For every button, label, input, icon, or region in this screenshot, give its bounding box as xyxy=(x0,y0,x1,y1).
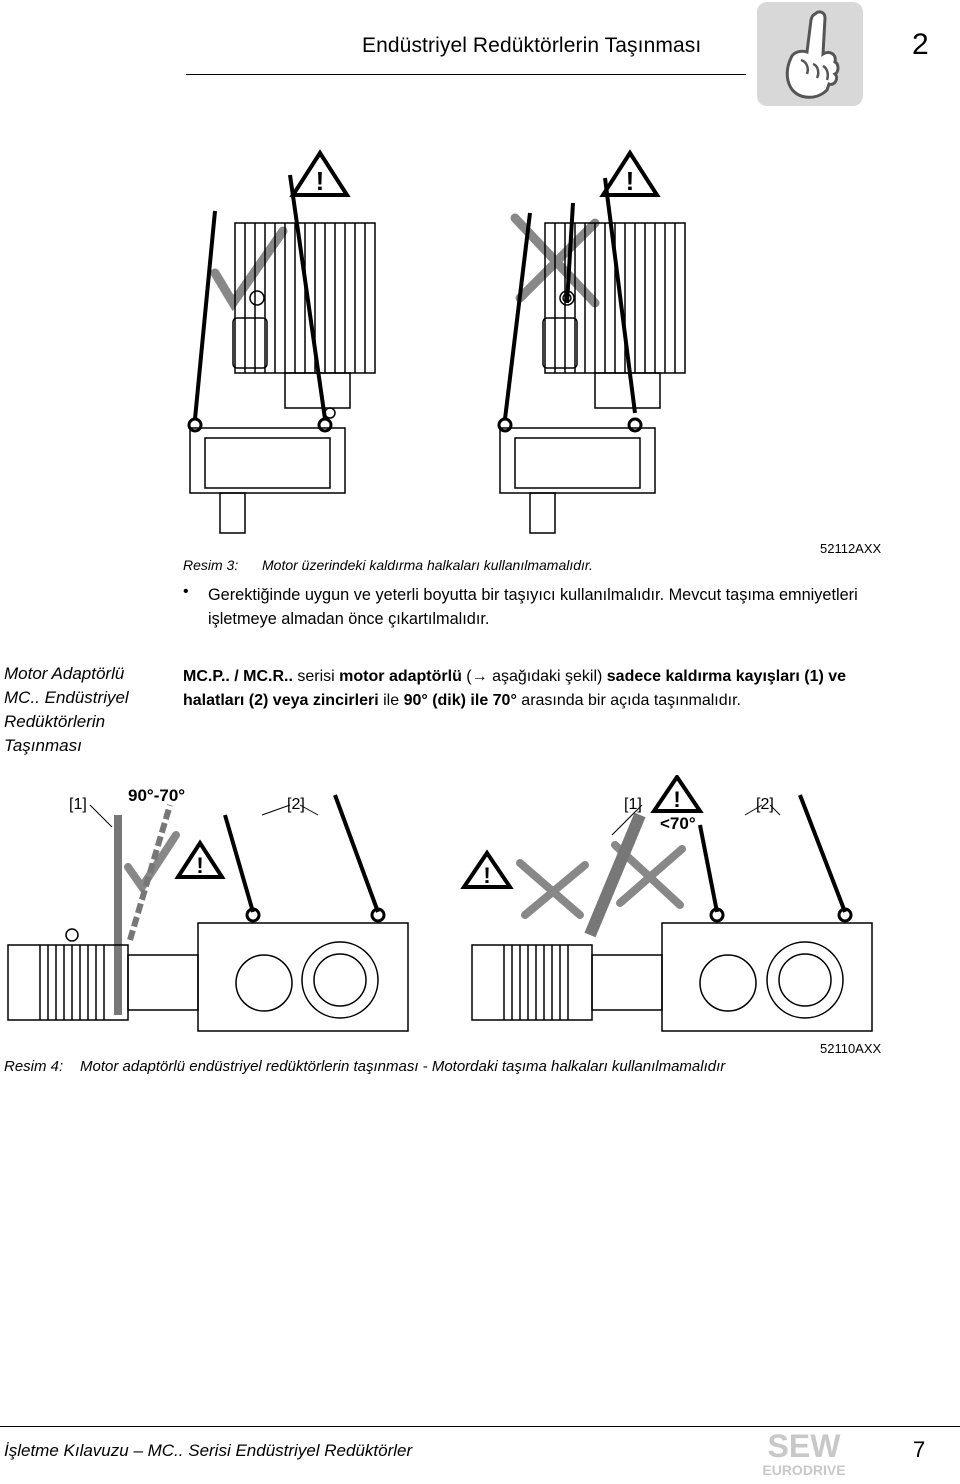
cross-icon xyxy=(516,859,589,919)
side-title-line: MC.. Endüstriyel xyxy=(4,688,129,707)
left-label-1: [1] xyxy=(69,796,87,813)
svg-text:!: ! xyxy=(673,787,680,812)
text-span: motor adaptörlü xyxy=(339,668,462,685)
warning-icon: ! xyxy=(650,773,704,813)
svg-text:!: ! xyxy=(483,863,490,888)
footer-text: İşletme Kılavuzu – MC.. Serisi Endüstriy… xyxy=(4,1441,413,1460)
text-span: sadece kaldırma kayışları (1) ve halatla… xyxy=(183,668,847,709)
section-side-title: Motor Adaptörlü MC.. Endüstriyel Redüktö… xyxy=(4,662,169,758)
text-span: serisi xyxy=(292,668,340,685)
warning-icon: ! xyxy=(289,149,351,197)
svg-text:!: ! xyxy=(626,166,635,196)
pointing-hand-icon xyxy=(757,2,863,106)
check-icon xyxy=(210,226,288,312)
svg-text:!: ! xyxy=(316,166,325,196)
figure-4-label: Resim 4: xyxy=(4,1058,64,1075)
text-span: ile xyxy=(378,692,404,709)
figure-4-caption: Motor adaptörlü endüstriyel redüktörleri… xyxy=(80,1058,726,1075)
figure-3-caption: Motor üzerindeki kaldırma halkaları kull… xyxy=(262,557,593,573)
svg-text:!: ! xyxy=(196,853,203,878)
footer-rule xyxy=(0,1426,960,1427)
sew-eurodrive-logo: SEW EURODRIVE xyxy=(752,1427,856,1479)
series-name: MC.P.. / MC.R.. xyxy=(183,668,293,685)
bullet-text: Gerektiğinde uygun ve yeterli boyutta bi… xyxy=(208,586,858,628)
side-title-line: Redüktörlerin xyxy=(4,712,106,731)
bullet-symbol: • xyxy=(183,583,189,600)
figure-3-label: Resim 3: xyxy=(183,557,239,573)
left-angle-label: 90°-70° xyxy=(128,786,185,805)
left-label-2: [2] xyxy=(287,796,305,813)
logo-text-bottom: EURODRIVE xyxy=(762,1462,845,1478)
right-label-2: [2] xyxy=(756,796,774,813)
figure-4-code: 52110AXX xyxy=(820,1041,882,1056)
warning-icon: ! xyxy=(174,839,226,879)
check-icon xyxy=(124,831,180,895)
right-angle-label: <70° xyxy=(660,814,696,833)
right-label-1: [1] xyxy=(624,796,642,813)
logo-text-top: SEW xyxy=(768,1428,842,1464)
page-number: 7 xyxy=(913,1437,926,1462)
header-rule xyxy=(186,74,746,75)
warning-icon: ! xyxy=(599,149,661,197)
page-title: Endüstriyel Redüktörlerin Taşınması xyxy=(362,34,702,57)
side-title-line: Motor Adaptörlü xyxy=(4,664,125,683)
text-span: (→ aşağıdaki şekil) xyxy=(461,668,607,685)
text-span: 90° (dik) ile 70° xyxy=(403,692,517,709)
figure-4-drawing: [1] 90°-70° [2] [1] <70° [2] ! ! ! xyxy=(0,773,960,1040)
warning-icon: ! xyxy=(460,849,514,889)
text-span: arasında bir açıda taşınmalıdır. xyxy=(516,692,741,709)
chapter-number: 2 xyxy=(912,28,929,61)
figure-3-drawing: ! ! xyxy=(175,143,695,538)
section-body: MC.P.. / MC.R.. serisi motor adaptörlü (… xyxy=(183,665,893,713)
side-title-line: Taşınması xyxy=(4,736,82,755)
figure-3-code: 52112AXX xyxy=(820,541,882,556)
